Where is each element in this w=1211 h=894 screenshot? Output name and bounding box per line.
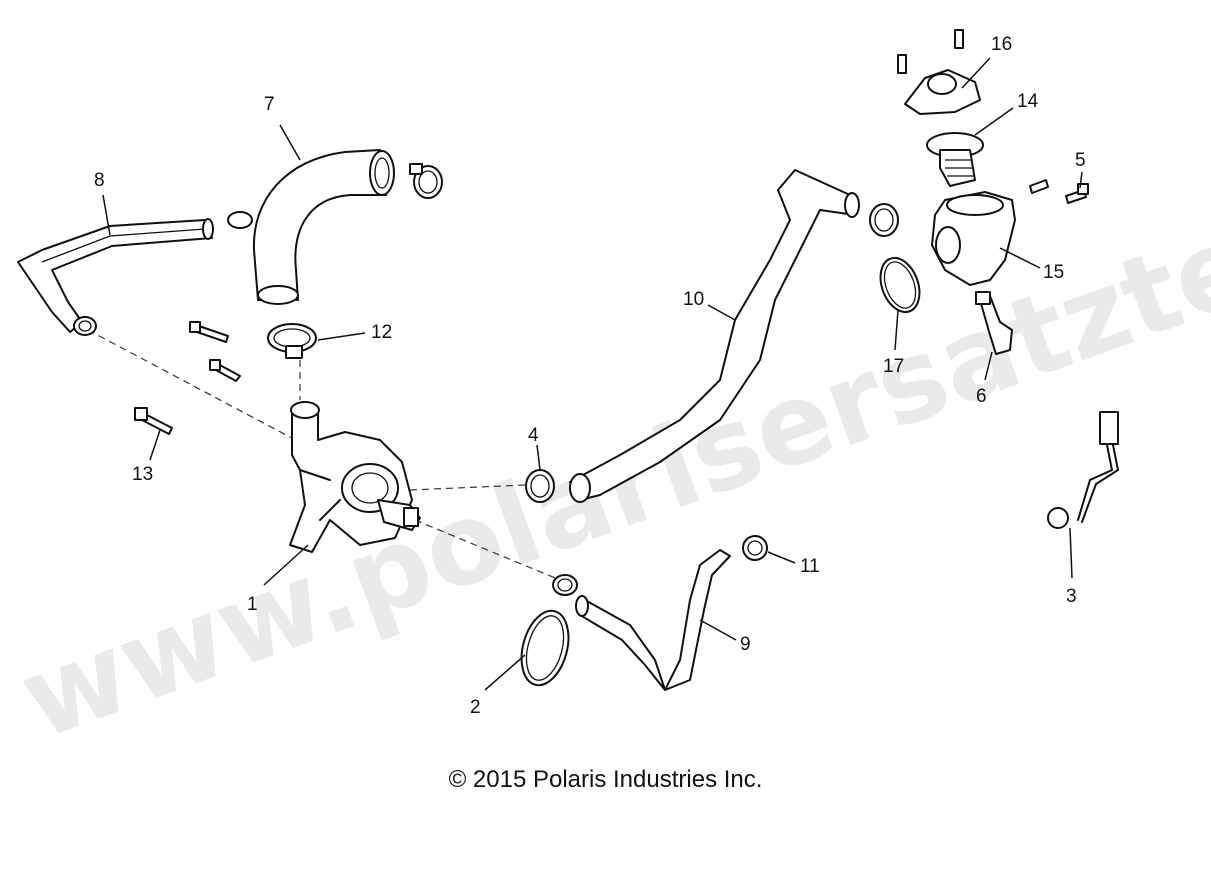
water-pump-1 bbox=[289, 401, 421, 553]
callout-4: 4 bbox=[528, 425, 539, 446]
clamp-12 bbox=[267, 323, 317, 359]
bolts-5 bbox=[1029, 179, 1089, 204]
callout-10: 10 bbox=[683, 289, 704, 310]
thermostat-housing-15 bbox=[931, 191, 1016, 286]
hose-10 bbox=[569, 169, 860, 503]
callout-1: 1 bbox=[247, 594, 258, 615]
clamp-4 bbox=[525, 469, 555, 503]
callout-13: 13 bbox=[132, 464, 153, 485]
thermostat-cover-16 bbox=[897, 29, 981, 115]
callout-2: 2 bbox=[470, 697, 481, 718]
watermark: www.polarisersatzteile.de bbox=[5, 79, 1211, 766]
callout-15: 15 bbox=[1043, 262, 1064, 283]
o-ring-17 bbox=[879, 256, 921, 314]
bolts-13 bbox=[134, 321, 241, 435]
callout-6: 6 bbox=[976, 386, 987, 407]
hose-7 bbox=[252, 149, 395, 305]
copyright-notice: © 2015 Polaris Industries Inc. bbox=[448, 766, 763, 793]
callouts: 1 2 3 4 5 6 7 8 9 10 11 12 13 14 15 16 1… bbox=[94, 34, 1086, 718]
callout-11: 11 bbox=[800, 556, 820, 577]
assembly-lines bbox=[87, 329, 561, 581]
clamp-7 bbox=[409, 163, 443, 199]
callout-16: 16 bbox=[991, 34, 1012, 55]
callout-3: 3 bbox=[1066, 586, 1077, 607]
sensor-6 bbox=[975, 291, 1013, 355]
hose-8 bbox=[17, 218, 214, 333]
clamp-11 bbox=[742, 535, 768, 561]
clamp-9 bbox=[552, 574, 578, 596]
callout-8: 8 bbox=[94, 170, 105, 191]
callout-14: 14 bbox=[1017, 91, 1039, 112]
callout-5: 5 bbox=[1075, 150, 1086, 171]
callout-9: 9 bbox=[740, 634, 751, 655]
thermostat-14 bbox=[926, 132, 984, 187]
o-ring-2 bbox=[520, 609, 570, 687]
callout-7: 7 bbox=[264, 94, 275, 115]
clamp-8 bbox=[73, 211, 253, 336]
leader-lines bbox=[102, 57, 1083, 691]
clamp-10 bbox=[869, 203, 899, 237]
callout-17: 17 bbox=[883, 356, 904, 377]
hose-9 bbox=[575, 549, 731, 691]
sensor-3 bbox=[1047, 411, 1120, 529]
callout-12: 12 bbox=[371, 322, 392, 343]
